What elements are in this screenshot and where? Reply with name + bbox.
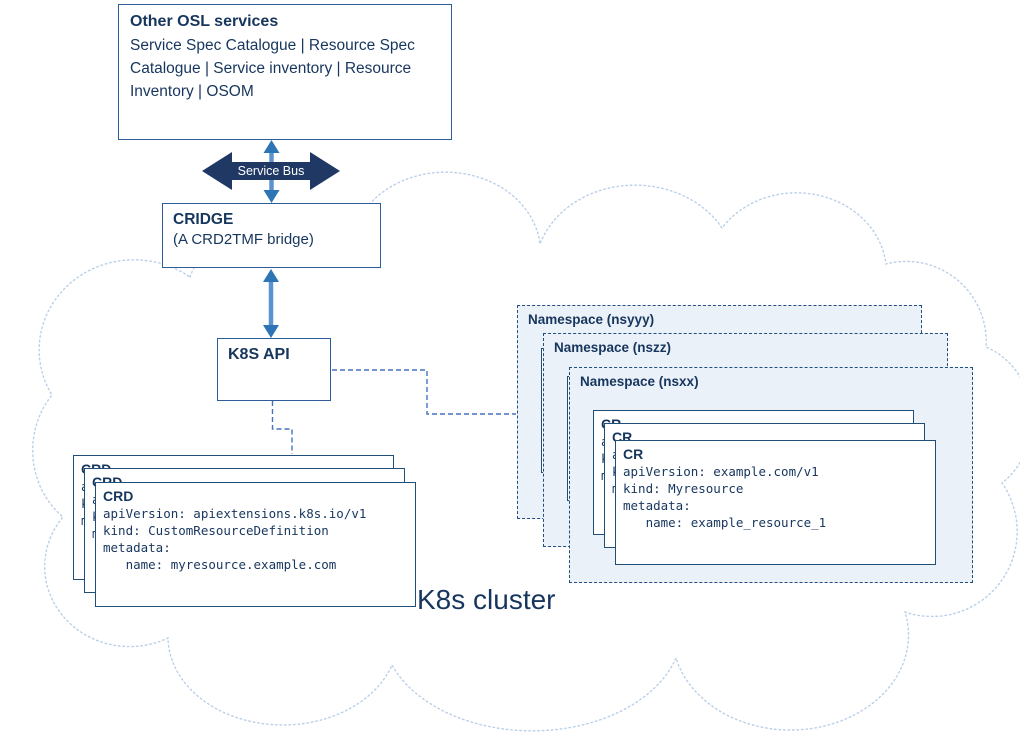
osl-services-box: Other OSL services Service Spec Catalogu… (118, 4, 452, 140)
k8s-api-to-namespaces-connector (332, 369, 516, 415)
card-title: CRD (103, 488, 134, 504)
k8s-cluster-label: K8s cluster (417, 584, 556, 615)
namespace-nszz-label: Namespace (nszz) (554, 340, 672, 355)
k8s-api-box: K8S API (217, 338, 331, 401)
card-yaml-text: apiVersion: apiextensions.k8s.io/v1 kind… (103, 506, 367, 572)
cridge-box: CRIDGE (A CRD2TMF bridge) (162, 203, 381, 268)
namespace-nsyyy-label: Namespace (nsyyy) (528, 312, 655, 327)
namespace-nsxx-label: Namespace (nsxx) (580, 374, 699, 389)
card-yaml-text: apiVersion: example.com/v1 kind: Myresou… (623, 464, 827, 530)
cr-card-nsxx-front: CR apiVersion: example.com/v1 kind: Myres… (615, 440, 936, 565)
service-bus-arrow: Service Bus (202, 152, 340, 190)
cridge-title: CRIDGE (173, 211, 234, 228)
crd-card-front: CRD apiVersion: apiextensions.k8s.io/v1 k… (95, 482, 416, 607)
osl-services-body: Service Spec Catalogue | Resource Spec C… (130, 37, 415, 100)
cridge-k8sapi-arrow (263, 269, 279, 338)
osl-services-title: Other OSL services (130, 13, 279, 30)
card-title: CR (623, 446, 644, 462)
cluster-cloud-outline (31, 171, 1020, 732)
k8s-api-to-crd-connector (271, 401, 293, 454)
cridge-subtitle: (A CRD2TMF bridge) (173, 231, 314, 248)
k8s-api-label: K8S API (228, 346, 290, 363)
service-bus-label: Service Bus (238, 164, 305, 178)
